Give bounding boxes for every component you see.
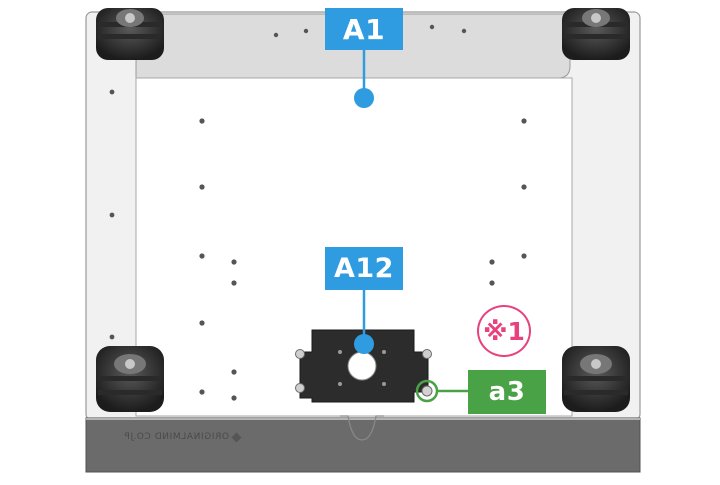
- maker-marking: ORIGINALMIND CO.JP: [100, 430, 242, 444]
- foot-bottom-right: [562, 346, 630, 412]
- mounting-holes: [109, 24, 527, 401]
- note-marker: ※1: [477, 305, 531, 357]
- callout-leaders: [354, 50, 468, 393]
- callout-a12-label: A12: [325, 247, 403, 290]
- callout-a1-label: A1: [325, 8, 403, 50]
- bracket-a12: [295, 329, 432, 403]
- logo-icon: [231, 432, 242, 442]
- maker-marking-text: ORIGINALMIND CO.JP: [123, 432, 229, 442]
- callout-a3-label: a3: [468, 370, 546, 414]
- foot-top-left: [96, 8, 164, 60]
- foot-top-right: [562, 8, 630, 60]
- foot-bottom-left: [96, 346, 164, 412]
